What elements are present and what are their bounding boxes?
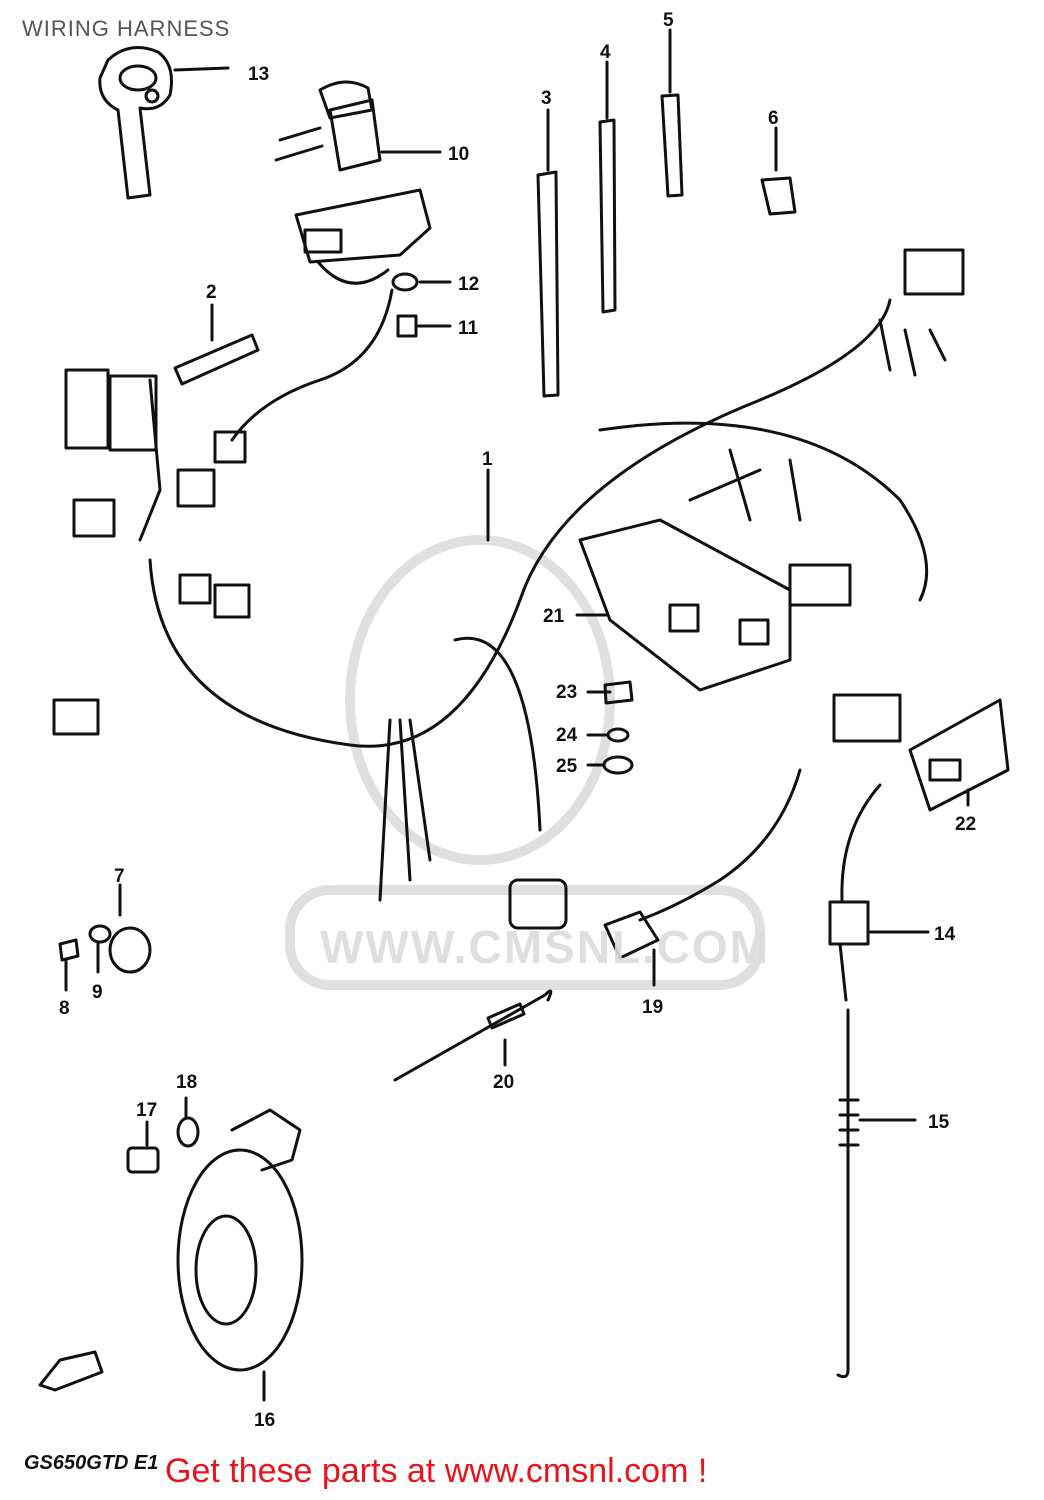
screw-part: [58, 938, 80, 992]
watermark-url: WWW.CMSNL.COM: [320, 921, 771, 973]
callout-16: 16: [254, 1410, 275, 1431]
plain-washer-part: [586, 755, 634, 775]
callout-15: 15: [928, 1112, 950, 1133]
promo-link[interactable]: Get these parts at www.cmsnl.com !: [165, 1452, 708, 1490]
main-harness-cable: [148, 298, 892, 748]
callout-6: 6: [768, 108, 779, 129]
callout-9: 9: [92, 982, 103, 1003]
ignition-switch-part: [274, 80, 442, 285]
clip-part: [760, 126, 797, 216]
horn-bolt-part: [126, 1120, 160, 1174]
callout-3: 3: [541, 88, 552, 109]
callout-21: 21: [543, 606, 565, 627]
callout-1: 1: [482, 449, 493, 470]
callout-12: 12: [458, 274, 479, 295]
callout-13: 13: [248, 64, 269, 85]
condenser-connector-part: [508, 878, 568, 930]
relay-bracket-part: [575, 448, 802, 692]
callout-2: 2: [206, 282, 217, 303]
switch-bracket-part: [908, 698, 1010, 812]
connector-block-right: [788, 248, 965, 743]
horn-part: [176, 1108, 304, 1402]
model-code: GS650GTD E1: [24, 1452, 159, 1474]
page-title: WIRING HARNESS: [22, 16, 231, 41]
callout-19: 19: [642, 997, 663, 1018]
callout-14: 14: [934, 924, 956, 945]
horn-washer-part: [176, 1096, 200, 1148]
callout-7: 7: [114, 866, 125, 887]
harness-branch-left: [138, 378, 162, 542]
ignition-cable: [230, 288, 394, 442]
callout-5: 5: [663, 10, 674, 31]
bolt-part: [586, 680, 634, 705]
forward-arrow-icon: [38, 1350, 104, 1392]
washer-small-part: [88, 924, 112, 974]
rear-brake-switch-part: [828, 783, 930, 1002]
callout-25: 25: [556, 756, 578, 777]
spring-part: [836, 1008, 917, 1379]
harness-branch-right: [598, 421, 929, 602]
tube-part: [598, 60, 617, 314]
callout-18: 18: [176, 1072, 197, 1093]
rod-part: [393, 989, 553, 1082]
callout-20: 20: [493, 1072, 514, 1093]
callout-24: 24: [556, 725, 578, 746]
sleeve-part: [536, 108, 560, 398]
harness-leads: [378, 718, 432, 902]
connector-part: [396, 314, 452, 338]
bracket-part: [173, 303, 260, 386]
lock-washer-part: [586, 727, 630, 743]
callout-10: 10: [448, 144, 469, 165]
band-part: [660, 28, 684, 198]
callout-22: 22: [955, 814, 976, 835]
callout-11: 11: [458, 318, 479, 339]
callout-8: 8: [59, 998, 70, 1019]
watermark-logo: [285, 535, 765, 990]
connector-block-left: [52, 368, 251, 736]
brake-switch-part: [603, 768, 802, 987]
harness-branch-condenser: [453, 636, 542, 832]
key-part: [98, 46, 230, 200]
callout-17: 17: [136, 1100, 157, 1121]
callout-23: 23: [556, 682, 577, 703]
clamp-part: [108, 883, 152, 974]
washer-part: [391, 272, 452, 292]
callout-4: 4: [600, 42, 611, 63]
